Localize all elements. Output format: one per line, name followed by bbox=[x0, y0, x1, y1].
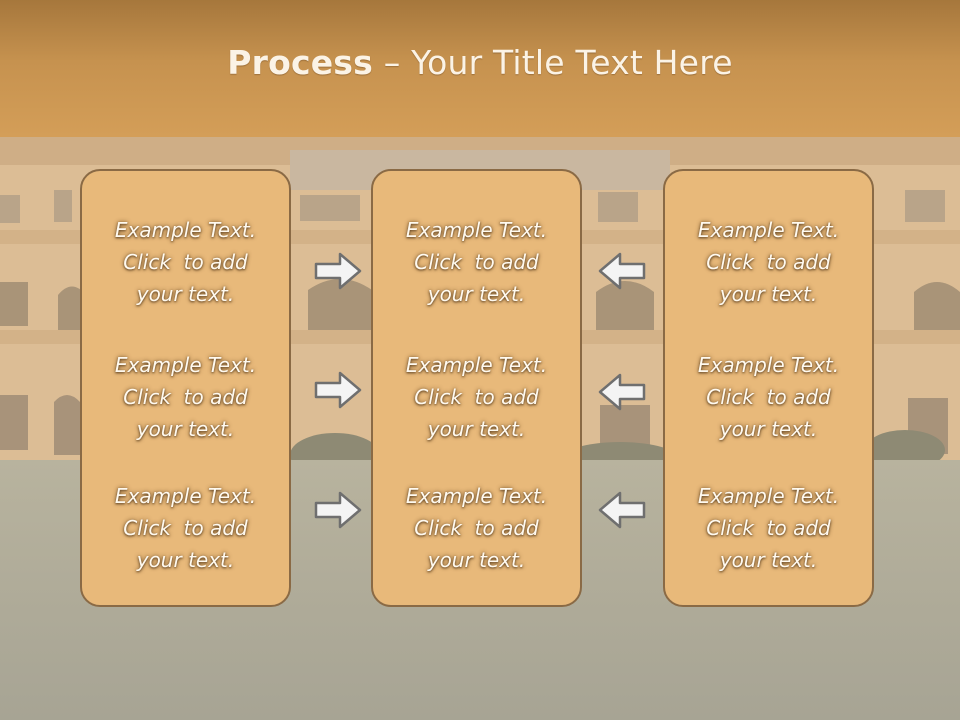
title-separator: – bbox=[373, 43, 412, 82]
text-line: Example Text. bbox=[114, 353, 257, 377]
text-line: your text. bbox=[427, 548, 526, 572]
text-block[interactable]: Example Text. Click to add your text. bbox=[82, 214, 289, 310]
text-block[interactable]: Example Text. Click to add your text. bbox=[373, 214, 580, 310]
text-line: Click to add bbox=[123, 250, 248, 274]
text-line: Example Text. bbox=[697, 353, 840, 377]
text-line: Example Text. bbox=[405, 353, 548, 377]
text-block[interactable]: Example Text. Click to add your text. bbox=[665, 480, 872, 576]
title-bar: Process – Your Title Text Here bbox=[0, 0, 960, 137]
text-line: Example Text. bbox=[697, 484, 840, 508]
right-arrow-icon[interactable] bbox=[314, 251, 362, 291]
text-line: Example Text. bbox=[405, 218, 548, 242]
text-block[interactable]: Example Text. Click to add your text. bbox=[82, 480, 289, 576]
title-rest: Your Title Text Here bbox=[411, 43, 733, 82]
text-line: your text. bbox=[136, 417, 235, 441]
process-box-center[interactable]: Example Text. Click to add your text. Ex… bbox=[371, 169, 582, 607]
text-block[interactable]: Example Text. Click to add your text. bbox=[373, 480, 580, 576]
text-line: your text. bbox=[136, 282, 235, 306]
text-line: Click to add bbox=[706, 516, 831, 540]
left-arrow-icon[interactable] bbox=[598, 251, 646, 291]
left-arrow-icon[interactable] bbox=[598, 490, 646, 530]
text-line: your text. bbox=[719, 417, 818, 441]
text-block[interactable]: Example Text. Click to add your text. bbox=[665, 349, 872, 445]
process-box-left[interactable]: Example Text. Click to add your text. Ex… bbox=[80, 169, 291, 607]
left-arrow-icon[interactable] bbox=[598, 372, 646, 412]
text-line: Click to add bbox=[706, 250, 831, 274]
text-line: Click to add bbox=[414, 250, 539, 274]
text-line: your text. bbox=[427, 417, 526, 441]
process-box-right[interactable]: Example Text. Click to add your text. Ex… bbox=[663, 169, 874, 607]
text-line: your text. bbox=[136, 548, 235, 572]
right-arrow-icon[interactable] bbox=[314, 490, 362, 530]
text-line: Click to add bbox=[706, 385, 831, 409]
text-block[interactable]: Example Text. Click to add your text. bbox=[373, 349, 580, 445]
text-block[interactable]: Example Text. Click to add your text. bbox=[665, 214, 872, 310]
text-block[interactable]: Example Text. Click to add your text. bbox=[82, 349, 289, 445]
text-line: Click to add bbox=[123, 516, 248, 540]
text-line: your text. bbox=[719, 548, 818, 572]
title-bold: Process bbox=[227, 43, 373, 82]
text-line: Click to add bbox=[123, 385, 248, 409]
text-line: your text. bbox=[427, 282, 526, 306]
text-line: Example Text. bbox=[405, 484, 548, 508]
slide-title[interactable]: Process – Your Title Text Here bbox=[227, 43, 733, 82]
text-line: Click to add bbox=[414, 385, 539, 409]
text-line: Example Text. bbox=[114, 218, 257, 242]
text-line: Example Text. bbox=[697, 218, 840, 242]
text-line: Click to add bbox=[414, 516, 539, 540]
text-line: your text. bbox=[719, 282, 818, 306]
right-arrow-icon[interactable] bbox=[314, 370, 362, 410]
text-line: Example Text. bbox=[114, 484, 257, 508]
